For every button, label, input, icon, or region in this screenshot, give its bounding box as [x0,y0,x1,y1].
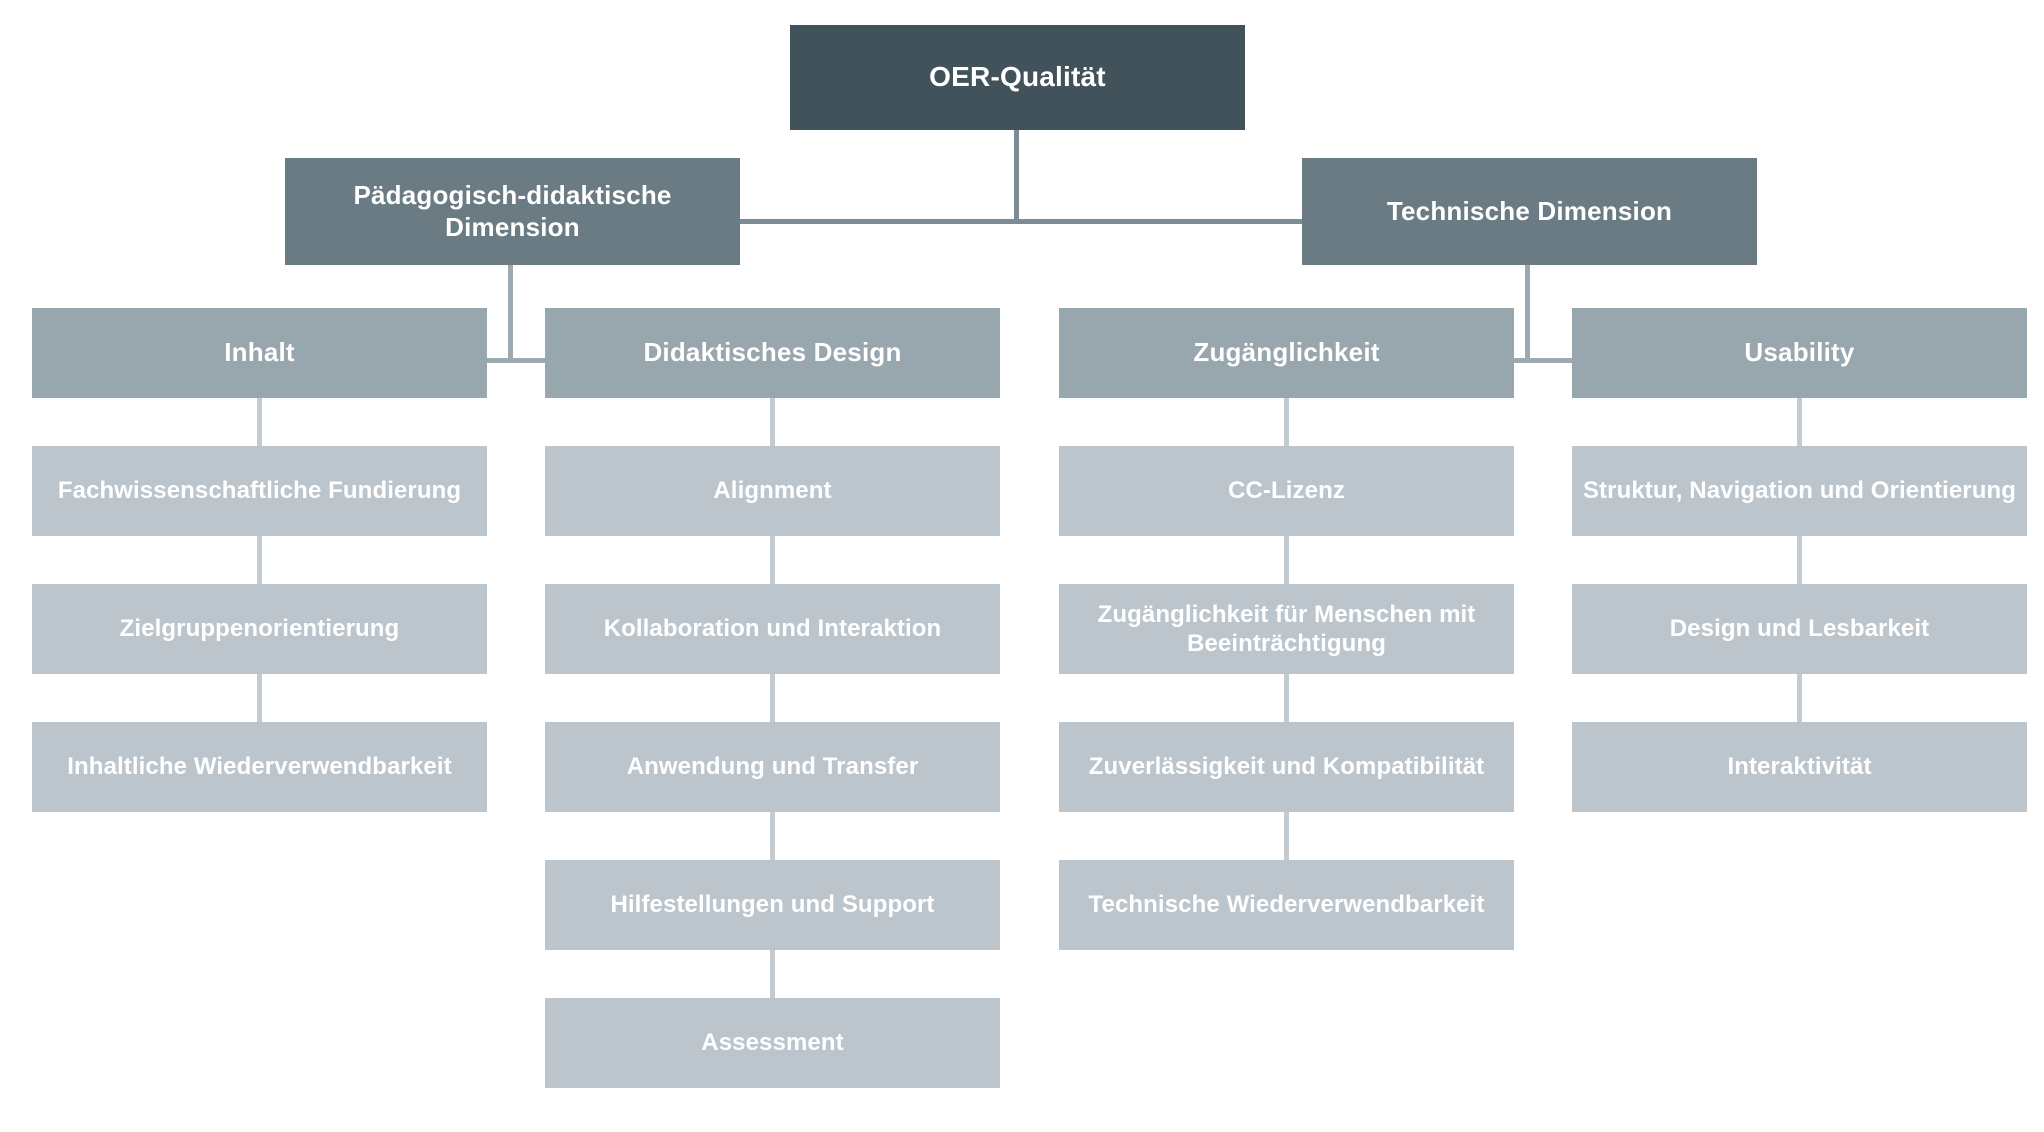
connector-col3-seg1 [1284,398,1289,446]
node-criterion-technische-wiederverwendbarkeit[interactable]: Technische Wiederverwendbarkeit [1059,860,1514,950]
node-criterion-fachwissenschaftliche-fundierung[interactable]: Fachwissenschaftliche Fundierung [32,446,487,536]
node-criterion-assessment[interactable]: Assessment [545,998,1000,1088]
node-dimension-paedagogisch-didaktisch[interactable]: Pädagogisch-didaktische Dimension [285,158,740,265]
connector-col3-seg2 [1284,536,1289,584]
node-criterion-design-und-lesbarkeit[interactable]: Design und Lesbarkeit [1572,584,2027,674]
connector-cat-left-bar [257,358,765,363]
connector-col1-seg2 [257,536,262,584]
node-criterion-zielgruppenorientierung[interactable]: Zielgruppenorientierung [32,584,487,674]
connector-col4-seg2 [1797,536,1802,584]
node-criterion-inhaltliche-wiederverwendbarkeit[interactable]: Inhaltliche Wiederverwendbarkeit [32,722,487,812]
connector-col1-seg1 [257,398,262,446]
connector-dim-right-stem [1525,265,1530,363]
connector-col3-seg3 [1284,674,1289,722]
connector-col4-seg3 [1797,674,1802,722]
connector-col4-seg1 [1797,398,1802,446]
node-criterion-hilfestellungen-und-support[interactable]: Hilfestellungen und Support [545,860,1000,950]
connector-col2-seg1 [770,398,775,446]
node-category-didaktisches-design[interactable]: Didaktisches Design [545,308,1000,398]
node-root-oer-qualitaet[interactable]: OER-Qualität [790,25,1245,130]
node-category-usability[interactable]: Usability [1572,308,2027,398]
node-criterion-alignment[interactable]: Alignment [545,446,1000,536]
connector-col2-seg5 [770,950,775,998]
connector-col1-seg3 [257,674,262,722]
node-category-inhalt[interactable]: Inhalt [32,308,487,398]
node-criterion-anwendung-und-transfer[interactable]: Anwendung und Transfer [545,722,1000,812]
connector-col2-seg3 [770,674,775,722]
connector-col3-seg4 [1284,812,1289,860]
connector-root-stem [1014,130,1019,222]
connector-col2-seg2 [770,536,775,584]
node-criterion-zugaenglichkeit-beeintraechtigung[interactable]: Zugänglichkeit für Menschen mit Beeinträ… [1059,584,1514,674]
node-criterion-cc-lizenz[interactable]: CC-Lizenz [1059,446,1514,536]
connector-dimension-bar [740,219,1302,224]
node-criterion-struktur-navigation-orientierung[interactable]: Struktur, Navigation und Orientierung [1572,446,2027,536]
connector-col2-seg4 [770,812,775,860]
connector-cat-right-bar [1274,358,1782,363]
node-criterion-zuverlaessigkeit-und-kompatibilitaet[interactable]: Zuverlässigkeit und Kompatibilität [1059,722,1514,812]
connector-dim-left-stem [508,265,513,363]
node-dimension-technisch[interactable]: Technische Dimension [1302,158,1757,265]
node-criterion-kollaboration-und-interaktion[interactable]: Kollaboration und Interaktion [545,584,1000,674]
node-category-zugaenglichkeit[interactable]: Zugänglichkeit [1059,308,1514,398]
node-criterion-interaktivitaet[interactable]: Interaktivität [1572,722,2027,812]
